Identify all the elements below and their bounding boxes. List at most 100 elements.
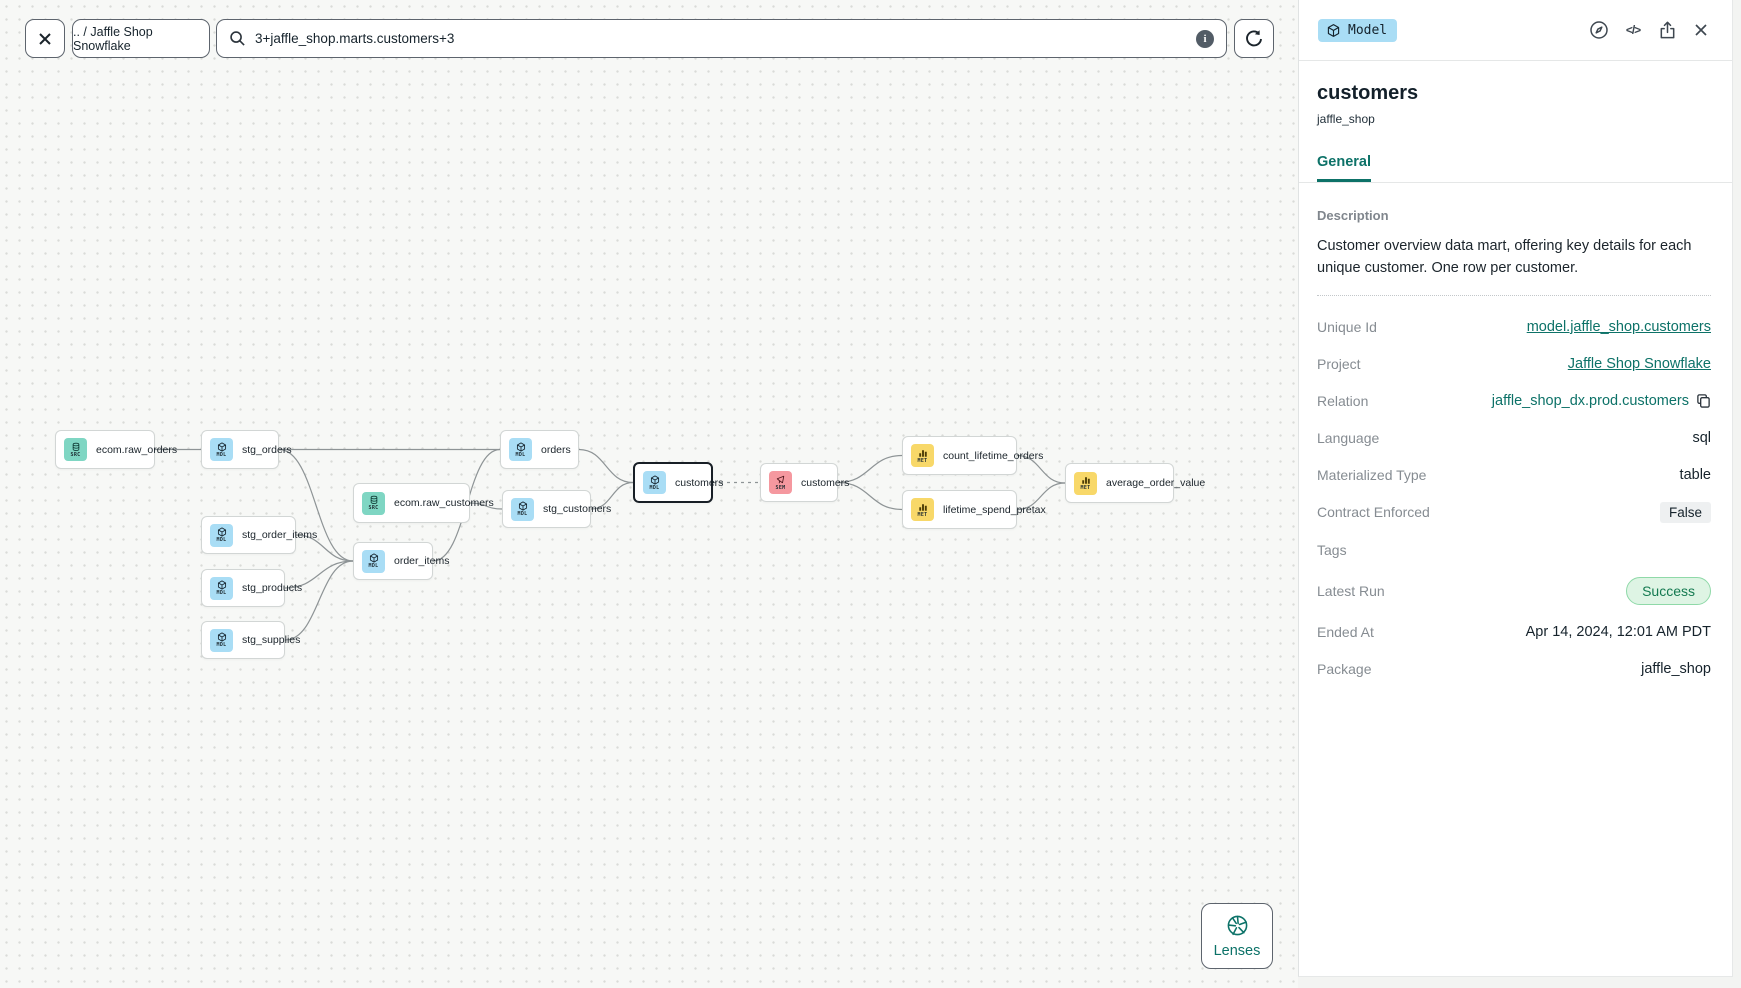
graph-edge <box>837 454 903 484</box>
close-lineage-button[interactable] <box>25 19 65 58</box>
node-type-badge-mdl-icon: MDL <box>210 438 233 461</box>
field-value: table <box>1679 466 1711 483</box>
breadcrumb-label: .. / Jaffle Shop Snowflake <box>73 24 153 53</box>
field-row-project: Project Jaffle Shop Snowflake <box>1317 354 1711 374</box>
lenses-label: Lenses <box>1213 942 1261 959</box>
graph-node-stg_customers[interactable]: MDL stg_customers <box>502 490 611 528</box>
graph-edge <box>284 560 354 589</box>
field-row-ended-at: Ended At Apr 14, 2024, 12:01 AM PDT <box>1317 622 1711 642</box>
info-icon[interactable]: i <box>1196 29 1214 48</box>
latest-run-status-badge: Success <box>1626 576 1711 605</box>
node-label: customers <box>675 476 724 489</box>
node-type-badge-src-icon: SRC <box>64 438 87 461</box>
node-type-badge-mdl-icon: MDL <box>210 576 233 600</box>
field-value: Jaffle Shop Snowflake <box>1568 356 1711 372</box>
graph-node-stg_order_items[interactable]: MDL stg_order_items <box>201 516 317 554</box>
graph-edge <box>837 481 903 511</box>
field-value: jaffle_shop_dx.prod.customers <box>1492 393 1711 409</box>
field-label: Ended At <box>1317 623 1374 640</box>
status-badge: False <box>1659 501 1711 523</box>
field-row-package: Package jaffle_shop <box>1317 659 1711 679</box>
field-label: Project <box>1317 355 1361 372</box>
search-icon <box>230 31 245 46</box>
graph-node-average_order_value[interactable]: MET average_order_value <box>1065 463 1205 503</box>
field-row-unique-id: Unique Id model.jaffle_shop.customers <box>1317 317 1711 337</box>
model-cube-icon <box>1327 23 1340 37</box>
node-type-badge-mdl-icon: MDL <box>362 549 385 573</box>
field-label: Materialized Type <box>1317 466 1427 483</box>
graph-edge <box>278 448 354 562</box>
graph-node-customers[interactable]: MDL customers <box>633 462 723 503</box>
tab-general[interactable]: General <box>1317 154 1371 182</box>
node-label: customers <box>801 476 850 489</box>
graph-node-raw_orders[interactable]: SRC ecom.raw_orders <box>55 430 177 469</box>
node-type-badge-sem-icon: SEM <box>769 471 792 494</box>
graph-node-customers_sem[interactable]: SEM customers <box>760 463 849 502</box>
field-label: Relation <box>1317 392 1369 409</box>
node-label: order_items <box>394 555 450 567</box>
graph-edge <box>578 448 634 484</box>
package-subtitle: jaffle_shop <box>1317 112 1375 126</box>
node-label: stg_orders <box>242 443 292 456</box>
field-label: Language <box>1317 429 1380 446</box>
field-link[interactable]: Jaffle Shop Snowflake <box>1567 355 1711 372</box>
graph-node-order_items[interactable]: MDL order_items <box>353 542 449 580</box>
field-label: Package <box>1317 660 1372 677</box>
node-type-badge-met-icon: MET <box>911 444 934 467</box>
node-label: orders <box>541 443 571 456</box>
page-title: customers <box>1317 82 1419 104</box>
graph-node-stg_products[interactable]: MDL stg_products <box>201 569 302 607</box>
details-panel: Model </> <box>1298 0 1733 977</box>
field-link[interactable]: model.jaffle_shop.customers <box>1526 318 1711 335</box>
node-type-badge-mdl-icon: MDL <box>511 497 534 521</box>
graph-edge <box>1016 482 1066 511</box>
graph-node-count_lifetime_orders[interactable]: MET count_lifetime_orders <box>902 436 1043 475</box>
lineage-search[interactable]: i <box>216 19 1227 58</box>
panel-tabs: General <box>1299 153 1732 183</box>
node-type-badge-met-icon: MET <box>1074 471 1097 495</box>
breadcrumb[interactable]: .. / Jaffle Shop Snowflake <box>72 19 210 58</box>
node-label: stg_order_items <box>242 529 318 541</box>
description-text: Customer overview data mart, offering ke… <box>1317 236 1711 296</box>
resource-type-label: Model <box>1348 22 1388 38</box>
node-type-badge-mdl-icon: MDL <box>210 523 233 547</box>
details-panel-header: Model </> <box>1299 0 1732 61</box>
share-icon[interactable] <box>1657 20 1677 40</box>
node-label: stg_customers <box>543 503 612 515</box>
node-label: stg_products <box>242 582 303 594</box>
node-type-badge-mdl-icon: MDL <box>643 471 666 494</box>
field-value: jaffle_shop <box>1641 660 1711 677</box>
field-label: Unique Id <box>1317 318 1377 335</box>
field-value: Apr 14, 2024, 12:01 AM PDT <box>1525 623 1711 640</box>
search-input[interactable] <box>255 31 1187 46</box>
graph-node-raw_customers[interactable]: SRC ecom.raw_customers <box>353 483 494 523</box>
field-row-tags: Tags <box>1317 540 1711 560</box>
graph-edge <box>1016 454 1066 484</box>
refresh-button[interactable] <box>1234 19 1274 58</box>
node-label: average_order_value <box>1106 477 1206 489</box>
resource-type-badge: Model <box>1318 18 1398 42</box>
field-row-language: Language sql <box>1317 428 1711 448</box>
description-label: Description <box>1317 208 1389 223</box>
node-label: ecom.raw_customers <box>394 497 494 509</box>
graph-edge <box>284 560 354 641</box>
explore-lineage-icon[interactable] <box>1589 20 1609 40</box>
field-value: sql <box>1692 429 1711 446</box>
lenses-button[interactable]: Lenses <box>1201 903 1273 969</box>
view-code-icon[interactable]: </> <box>1625 23 1641 37</box>
lineage-edges <box>155 448 1066 641</box>
copy-icon[interactable] <box>1696 393 1711 408</box>
field-row-materialized-type: Materialized Type table <box>1317 465 1711 485</box>
node-label: count_lifetime_orders <box>943 449 1044 462</box>
graph-node-stg_orders[interactable]: MDL stg_orders <box>201 430 292 469</box>
close-panel-icon[interactable] <box>1691 20 1711 40</box>
node-label: ecom.raw_orders <box>96 443 178 456</box>
node-type-badge-met-icon: MET <box>911 498 934 521</box>
node-type-badge-src-icon: SRC <box>362 491 385 515</box>
